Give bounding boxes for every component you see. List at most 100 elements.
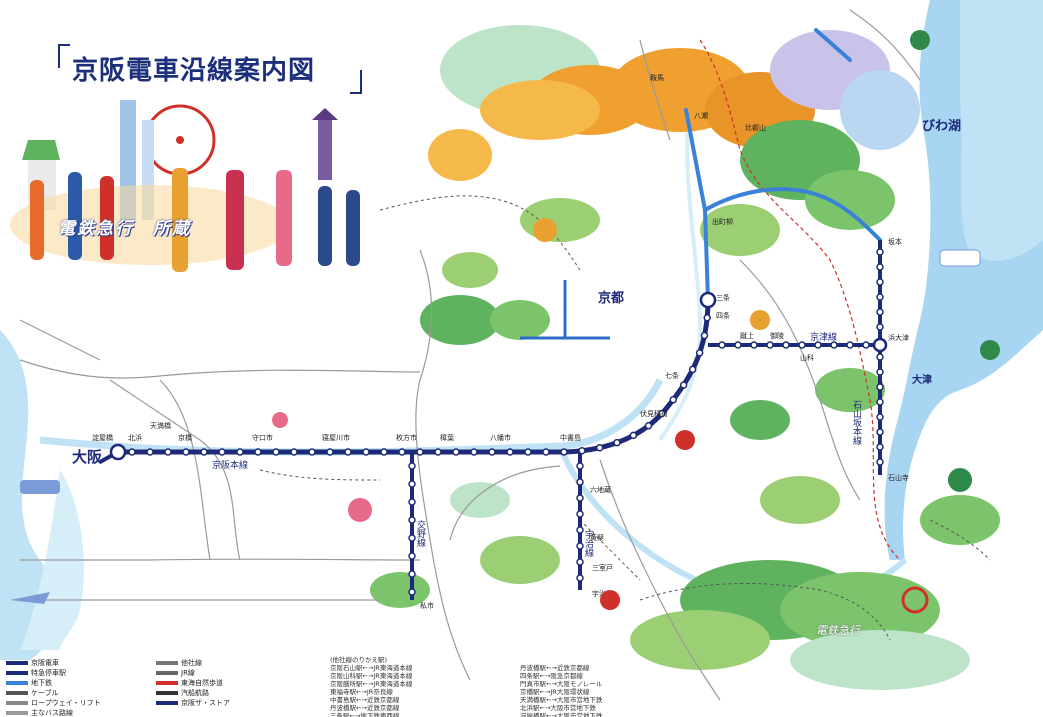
station-dot xyxy=(830,341,838,349)
station-dot xyxy=(876,383,884,391)
station-dot xyxy=(669,395,678,404)
station-misasagi: 御陵 xyxy=(770,331,784,340)
label-uji: 宇治線 xyxy=(583,529,594,557)
station-dot xyxy=(524,448,532,456)
station-dot xyxy=(542,448,550,456)
pagoda-icon xyxy=(318,120,332,180)
transfer-notes-heading: (他社線のりかえ駅) xyxy=(330,656,388,664)
kyoto-station-mark xyxy=(699,291,717,309)
legend-item: 京阪ザ・ストア xyxy=(156,698,230,708)
station-shichijo: 七条 xyxy=(665,371,679,380)
legend-swatch xyxy=(156,661,178,665)
station-dot xyxy=(876,353,884,361)
station-sasaki: 三室戸 xyxy=(592,563,613,572)
station-dot xyxy=(782,341,790,349)
station-dot xyxy=(679,381,688,389)
transfer-note: 北浜駅←→大阪市営地下鉄 xyxy=(520,704,596,712)
lake-biwa-south xyxy=(960,0,1043,261)
transfer-note: 四条駅←→阪急京都線 xyxy=(520,672,583,680)
label-keihan-main: 京阪本線 xyxy=(212,459,248,471)
pagoda-roof-icon xyxy=(312,108,338,120)
transfer-notes-col1: 京阪石山駅←→JR東海道本線京阪山科駅←→JR東海道本線京阪膳所駅←→JR東海道… xyxy=(330,664,412,717)
place-biwako: びわ湖 xyxy=(922,119,961,134)
legend-label: 汽船航路 xyxy=(181,689,209,697)
station-dot xyxy=(182,448,190,456)
transfer-note: 京阪石山駅←→JR東海道本線 xyxy=(330,664,413,672)
legend-swatch xyxy=(6,701,28,705)
station-dot xyxy=(362,448,370,456)
station-dot xyxy=(876,323,884,331)
legend-label: JR線 xyxy=(181,669,195,677)
station-demachi: 出町柳 xyxy=(712,217,733,226)
flower-icon xyxy=(348,498,372,522)
map-title: 京阪電車沿線案内図 xyxy=(72,56,316,86)
legend-item: 東海自然歩道 xyxy=(156,678,223,688)
station-dot xyxy=(576,510,584,518)
owner-stamp: 電鉄急行 所蔵 xyxy=(58,219,191,239)
place-kyoto: 京都 xyxy=(598,290,624,306)
station-keage: 蹴上 xyxy=(740,331,754,340)
otsu-station-mark xyxy=(872,337,888,353)
station-dot xyxy=(876,263,884,271)
station-dots xyxy=(128,248,884,596)
legend-swatch xyxy=(6,681,28,685)
station-dot xyxy=(452,448,460,456)
station-labels: 淀屋橋 北浜 天満橋 京橋 守口市 寝屋川市 枚方市 樟葉 八幡市 中書島 伏見… xyxy=(92,73,909,610)
station-dot xyxy=(344,448,352,456)
station-dot xyxy=(560,448,568,456)
station-dot xyxy=(798,341,806,349)
station-yodoyabashi: 淀屋橋 xyxy=(92,433,113,442)
bridge-icon xyxy=(901,586,929,614)
transfer-note: 丹波橋駅←→近鉄京都線 xyxy=(330,704,400,712)
station-yamashina: 山科 xyxy=(800,353,814,362)
station-dot xyxy=(576,574,584,582)
station-chushojima: 中書島 xyxy=(560,433,581,442)
legend-label: 他社線 xyxy=(181,659,202,667)
legend-item: ロープウェイ・リフト xyxy=(6,698,101,708)
legend-swatch xyxy=(156,671,178,675)
kamo-river xyxy=(658,99,703,442)
northern-mountains xyxy=(428,25,920,256)
pine-tree-icon xyxy=(948,468,972,492)
station-hieizan: 比叡山 xyxy=(745,123,766,132)
station-dot xyxy=(408,588,416,596)
station-dot xyxy=(576,558,584,566)
transfer-notes: (他社線のりかえ駅) 京阪石山駅←→JR東海道本線京阪山科駅←→JR東海道本線京… xyxy=(330,656,690,717)
station-dot xyxy=(876,293,884,301)
owner-stamp-bottom: 電鉄急行 xyxy=(816,624,860,637)
legend-label: 地下鉄 xyxy=(31,679,52,687)
station-dot xyxy=(576,462,584,470)
pine-tree-icon-2 xyxy=(980,340,1000,360)
legend-item: 主なバス路線 xyxy=(6,708,73,717)
station-dot xyxy=(876,308,884,316)
title-bracket-left xyxy=(58,44,70,68)
station-dot xyxy=(814,341,822,349)
station-dot xyxy=(218,448,226,456)
station-dot xyxy=(876,443,884,451)
airplane-icon xyxy=(10,592,50,604)
legend-label: ロープウェイ・リフト xyxy=(31,699,101,707)
legend-swatch xyxy=(156,701,178,705)
station-dot xyxy=(576,526,584,534)
station-rokujizo: 六地蔵 xyxy=(590,485,611,494)
label-ishiyama: 石山坂本線 xyxy=(851,400,862,445)
station-dot xyxy=(644,421,653,430)
station-dot xyxy=(408,462,416,470)
station-dot xyxy=(658,409,666,418)
station-yawata: 八幡市 xyxy=(490,433,511,442)
temple-icon xyxy=(533,218,557,242)
station-dot xyxy=(846,341,854,349)
station-fushimi: 伏見稲荷 xyxy=(640,409,668,418)
station-dot xyxy=(876,458,884,466)
station-yase: 八瀬 xyxy=(694,111,708,120)
station-kitahama: 北浜 xyxy=(128,433,142,442)
legend-swatch xyxy=(6,691,28,695)
bus-routes xyxy=(259,195,991,641)
station-dot xyxy=(766,341,774,349)
station-dot xyxy=(876,278,884,286)
light-lines xyxy=(684,28,882,302)
station-dot xyxy=(146,448,154,456)
map-title-box: 京阪電車沿線案内図 xyxy=(58,44,362,94)
station-dot xyxy=(488,448,496,456)
